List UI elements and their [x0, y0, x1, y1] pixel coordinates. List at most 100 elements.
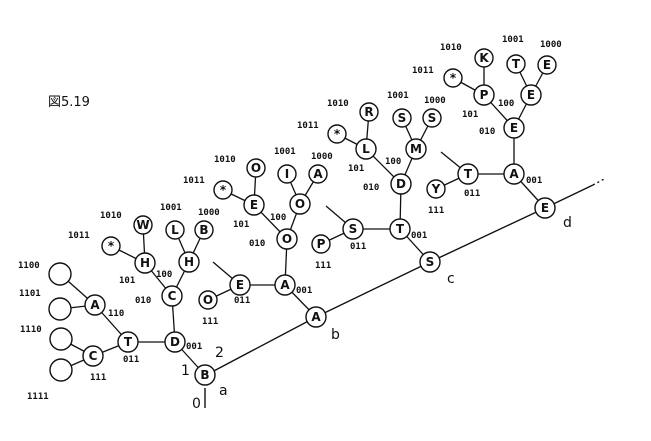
trie-node: R — [359, 102, 379, 122]
svg-text:T: T — [512, 57, 521, 71]
code-label: 100 — [156, 270, 172, 280]
code-label: 010 — [135, 296, 151, 306]
svg-text:*: * — [220, 183, 227, 197]
code-label: 111 — [90, 373, 106, 383]
code-label: 1001 — [274, 147, 296, 157]
trie-node: A — [305, 306, 327, 328]
svg-text:P: P — [317, 237, 326, 251]
trie-leaf-node — [48, 297, 72, 321]
code-label: 110 — [108, 309, 124, 319]
trie-node: S — [342, 218, 364, 240]
trie-node: * — [327, 124, 347, 144]
svg-text:O: O — [251, 161, 261, 175]
trie-node: * — [443, 68, 463, 88]
trie-node: C — [82, 345, 104, 367]
code-label: 111 — [315, 261, 331, 271]
svg-text:T: T — [124, 335, 133, 349]
trie-leaf-node — [49, 327, 73, 351]
svg-text:*: * — [334, 127, 341, 141]
svg-text:M: M — [410, 142, 422, 156]
trie-node: W — [133, 215, 153, 235]
code-label: 101 — [119, 276, 135, 286]
svg-text:E: E — [527, 88, 535, 102]
svg-text:S: S — [428, 111, 437, 125]
svg-text:*: * — [108, 239, 115, 253]
code-label: 100 — [498, 99, 514, 109]
trie-node: E — [229, 274, 251, 296]
svg-text:T: T — [396, 222, 405, 236]
svg-text:Y: Y — [431, 182, 441, 196]
svg-text:A: A — [311, 310, 321, 324]
trie-node: O — [198, 290, 218, 310]
code-label: 011 — [464, 189, 480, 199]
line-label-one: 1 — [181, 363, 190, 379]
code-label: 1000 — [311, 152, 333, 162]
trie-node: * — [101, 236, 121, 256]
code-label: 100 — [270, 213, 286, 223]
code-label: 010 — [479, 127, 495, 137]
trie-node: E — [503, 117, 525, 139]
trie-node: T — [389, 218, 411, 240]
svg-text:A: A — [90, 298, 100, 312]
trie-nodes: B D T A C C H H * W L B A A E O O E O * … — [48, 48, 557, 386]
trie-node: D — [390, 173, 412, 195]
code-label: 101 — [233, 220, 249, 230]
svg-text:A: A — [280, 278, 290, 292]
svg-text:R: R — [364, 105, 373, 119]
trie-node: T — [506, 54, 526, 74]
code-label: 011 — [234, 296, 250, 306]
main-branch: a b c d 1 2 0 — [181, 177, 607, 412]
trie-node: O — [276, 228, 298, 250]
svg-text:I: I — [285, 167, 289, 181]
svg-text:L: L — [362, 142, 370, 156]
svg-text:B: B — [199, 223, 208, 237]
svg-text:S: S — [426, 255, 435, 269]
svg-text:O: O — [203, 293, 213, 307]
trie-node: E — [534, 197, 556, 219]
code-label: 111 — [428, 206, 444, 216]
trie-node: I — [277, 164, 297, 184]
trie-node: P — [311, 234, 331, 254]
svg-text:O: O — [282, 232, 292, 246]
main-line-segment — [209, 316, 317, 374]
code-label: 1000 — [198, 208, 220, 218]
trie-node: C — [161, 285, 183, 307]
svg-text:K: K — [479, 51, 489, 65]
svg-text:O: O — [295, 197, 305, 211]
code-label: 1011 — [68, 231, 90, 241]
code-label: 1001 — [502, 35, 524, 45]
svg-text:*: * — [450, 71, 457, 85]
code-label: 1001 — [160, 203, 182, 213]
trie-node: A — [274, 274, 296, 296]
trie-node: A — [308, 164, 328, 184]
trie-node: L — [355, 138, 377, 160]
svg-text:W: W — [136, 218, 149, 232]
trie-node: K — [474, 48, 494, 68]
code-label: 1000 — [424, 96, 446, 106]
trie-node: P — [473, 84, 495, 106]
code-label: 111 — [202, 317, 218, 327]
code-label: 010 — [363, 183, 379, 193]
code-label: 1011 — [183, 176, 205, 186]
code-label: 1001 — [387, 91, 409, 101]
trie-leaf-node — [49, 358, 73, 382]
svg-text:L: L — [171, 223, 179, 237]
svg-text:H: H — [184, 255, 194, 269]
code-label: 1011 — [412, 66, 434, 76]
trie-node: D — [164, 331, 186, 353]
line-label-two: 2 — [215, 345, 224, 361]
code-label: 010 — [249, 239, 265, 249]
trie-node: Y — [426, 179, 446, 199]
svg-text:C: C — [89, 349, 98, 363]
svg-text:E: E — [250, 198, 258, 212]
code-label: 1010 — [214, 155, 236, 165]
code-label: 1000 — [540, 40, 562, 50]
svg-text:H: H — [140, 256, 150, 270]
trie-node: H — [178, 251, 200, 273]
code-label: 1110 — [20, 325, 42, 335]
figure-caption: 図5.19 — [48, 95, 90, 110]
trie-leaf-node — [48, 262, 72, 286]
svg-text:D: D — [396, 177, 406, 191]
line-label-c: c — [447, 271, 455, 287]
